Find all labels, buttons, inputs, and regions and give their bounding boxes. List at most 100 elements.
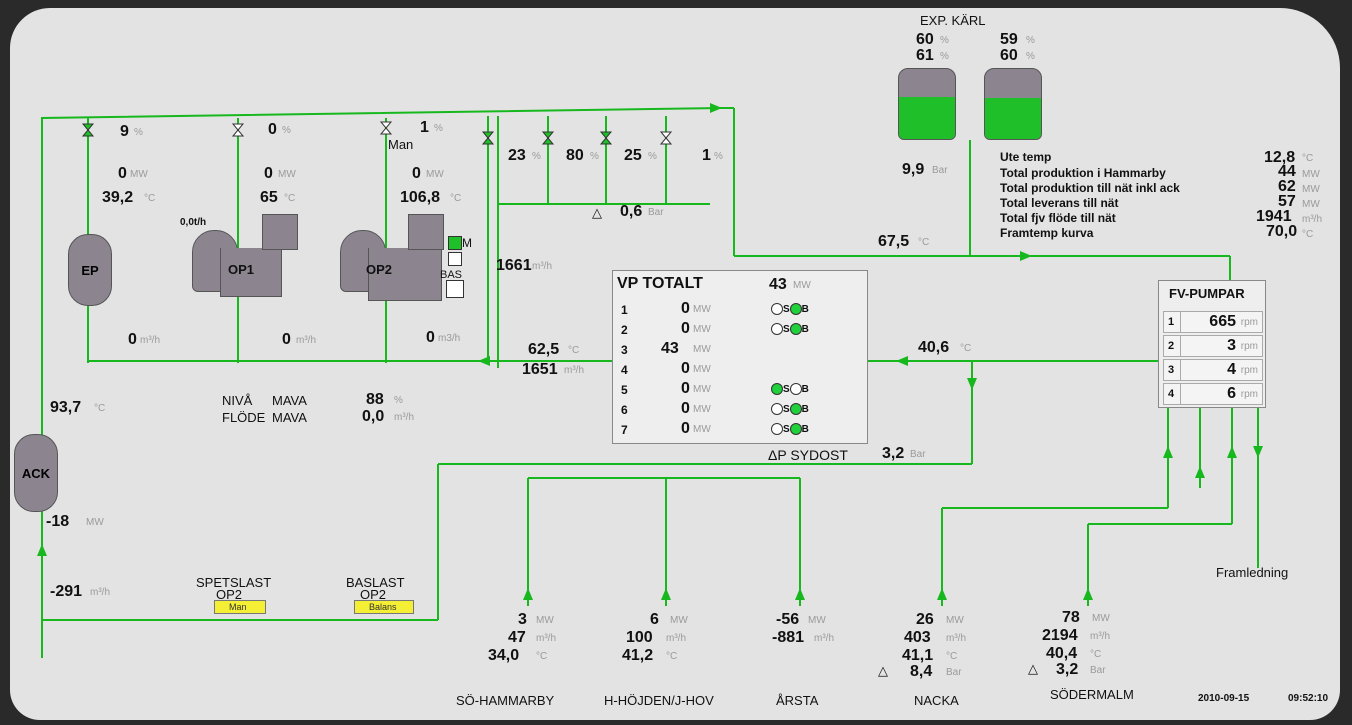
flode-sub: MAVA: [272, 410, 307, 425]
pct-unit: %: [394, 395, 403, 406]
niva-sub: MAVA: [272, 393, 307, 408]
vp-b-radio[interactable]: [789, 383, 802, 396]
scada-screen: EXP. KÄRL 60 % 61 % 59 % 60 % 9,9 Bar 9 …: [10, 8, 1340, 720]
b-label: B: [801, 304, 809, 315]
fv-pump-num: 1: [1168, 316, 1175, 328]
vp-b-radio[interactable]: [789, 303, 802, 316]
so-hammarby-name: SÖ-HAMMARBY: [456, 693, 555, 708]
h-hojden-mw: 6: [650, 611, 659, 628]
op1-temp: 65: [260, 189, 278, 206]
op2-aux-checkbox[interactable]: [448, 252, 462, 266]
s-label: S: [783, 424, 790, 435]
exp-karl-left-tank: [898, 68, 956, 140]
mw-unit: MW: [278, 169, 296, 180]
fv-pump-num: 2: [1168, 340, 1175, 352]
vp-s-radio[interactable]: [771, 303, 783, 316]
fv-pump-num: 3: [1168, 364, 1175, 376]
fv-pumpar-title: FV-PUMPAR: [1169, 286, 1245, 301]
vp-b-radio[interactable]: [789, 423, 802, 436]
pct-unit: %: [434, 123, 443, 134]
info-label: Total produktion i Hammarby: [1000, 166, 1166, 180]
vp-b-radio[interactable]: [789, 323, 802, 336]
vp-row-value: 0: [681, 400, 690, 417]
vp-row-value: 0: [681, 360, 690, 377]
op2-bas-checkbox[interactable]: [446, 280, 464, 298]
bar-unit: Bar: [1090, 665, 1106, 676]
pipe-network: [37, 103, 1263, 658]
op1-flow: 0: [282, 331, 291, 348]
s-label: S: [783, 304, 790, 315]
flow-1661: 1661: [496, 257, 532, 274]
op1-label: OP1: [228, 262, 255, 277]
ack-temp: 93,7: [50, 399, 82, 416]
vp-row-num: 5: [621, 383, 628, 397]
th-unit: t/h: [193, 217, 207, 228]
fv-pump-value: 3: [1227, 337, 1236, 354]
vp-b-radio[interactable]: [789, 403, 802, 416]
info-unit: °C: [1302, 153, 1314, 164]
dp-top-value: 0,6: [620, 203, 643, 220]
vp-s-radio[interactable]: [771, 423, 783, 436]
valve-5-value: 80: [566, 147, 584, 164]
vp-s-radio[interactable]: [771, 383, 783, 396]
m3h-unit: m3/h: [438, 333, 461, 344]
return-temp: 62,5: [528, 341, 560, 358]
op1-mw: 0: [264, 165, 273, 182]
vp-s-radio[interactable]: [771, 403, 783, 416]
mw-unit: MW: [693, 344, 711, 355]
sydost-value: 3,2: [882, 445, 905, 462]
nacka-mw: 26: [916, 611, 934, 628]
info-value: 12,8: [1264, 149, 1296, 166]
sodermalm-dp: 3,2: [1056, 661, 1079, 678]
degc-unit: °C: [918, 237, 930, 248]
valve-6-value: 25: [624, 147, 642, 164]
vp-row-value: 0: [681, 380, 690, 397]
s-label: S: [783, 324, 790, 335]
so-hammarby-mw: 3: [518, 611, 527, 628]
info-unit: MW: [1302, 184, 1320, 195]
so-hammarby-temp: 34,0: [488, 647, 520, 664]
degc-unit: °C: [960, 343, 972, 354]
op2-bas-label: BAS: [440, 269, 463, 281]
exp-karl-right-top: 59: [1000, 31, 1018, 48]
pct-unit: %: [940, 51, 949, 62]
op2-m-indicator[interactable]: [448, 236, 462, 250]
mw-unit: MW: [130, 169, 148, 180]
op2-temp: 106,8: [400, 189, 441, 206]
exp-karl-pressure: 9,9: [902, 161, 925, 178]
mw-unit: MW: [808, 615, 826, 626]
vp-row-value: 0: [681, 320, 690, 337]
flode-label: FLÖDE: [222, 410, 266, 425]
h-hojden-temp: 41,2: [622, 647, 654, 664]
framledning-label: Framledning: [1216, 565, 1289, 580]
vp-s-radio[interactable]: [771, 323, 783, 336]
h-hojden-name: H-HÖJDEN/J-HOV: [604, 693, 714, 708]
mw-unit: MW: [693, 404, 711, 415]
sodermalm-dp-symbol: △: [1028, 661, 1038, 676]
baslast-mode-button[interactable]: Balans: [354, 600, 414, 614]
info-label: Total leverans till nät: [1000, 196, 1119, 210]
degc-unit: °C: [536, 651, 548, 662]
degc-unit: °C: [946, 651, 958, 662]
m3h-unit: m³/h: [394, 412, 414, 423]
info-unit: MW: [1302, 199, 1320, 210]
nacka-dp: 8,4: [910, 663, 933, 680]
m3h-unit: m³/h: [666, 633, 686, 644]
dp-top-symbol: △: [592, 205, 602, 220]
pct-unit: %: [1026, 35, 1035, 46]
m3h-unit: m³/h: [946, 633, 966, 644]
valve-6-icon: [599, 131, 613, 145]
ep-flow: 0: [128, 331, 137, 348]
bar-unit: Bar: [946, 667, 962, 678]
degc-unit: °C: [450, 193, 462, 204]
spetslast-mode-button[interactable]: Man: [214, 600, 266, 614]
exp-karl-right-bottom: 60: [1000, 47, 1018, 64]
vp-row-num: 4: [621, 363, 628, 377]
op2-flow: 0: [426, 329, 435, 346]
fv-pump-value: 4: [1227, 361, 1236, 378]
nacka-name: NACKA: [914, 693, 959, 708]
